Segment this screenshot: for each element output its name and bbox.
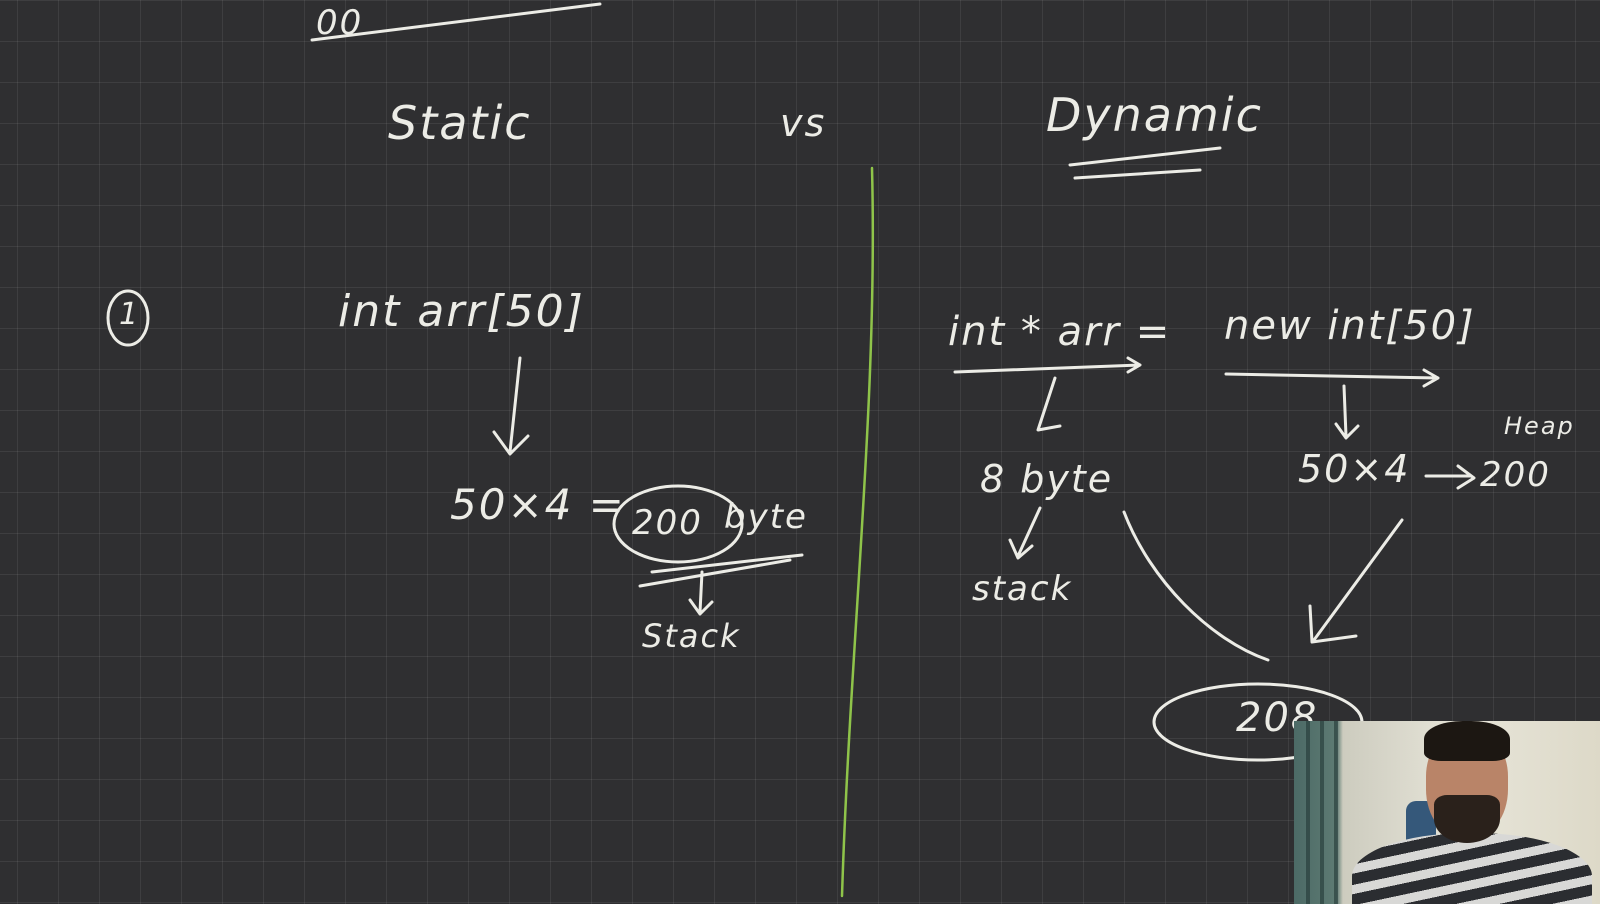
dynamic-result: 200 [1480,455,1551,495]
dynamic-underline-left [953,356,1142,374]
top-fragment-underline [310,2,602,42]
curtain-fold [1306,721,1310,904]
dynamic-declaration-left: int * arr = [948,309,1172,355]
static-result: 200 [632,503,703,543]
stack-arrow-icon [1008,506,1042,560]
curtain-fold [1334,721,1338,904]
result-arrow-icon [1424,464,1476,490]
static-result-underline [638,553,804,588]
arrow-to-total-icon [1308,518,1404,644]
heading-vs: vs [780,101,827,145]
presenter-shirt [1352,833,1592,904]
static-stack-arrow-icon [688,570,714,616]
dynamic-pointer-location: stack [972,569,1073,609]
static-unit: byte [724,497,808,537]
dynamic-underline-right [1224,368,1440,388]
pointer-arrow-icon [1036,376,1062,432]
dynamic-pointer-size: 8 byte [980,457,1114,501]
curve-to-total [1122,510,1270,662]
presenter-beard [1434,795,1500,843]
heading-dynamic: Dynamic [1046,88,1263,142]
static-arrow-down-icon [492,356,530,456]
static-declaration: int arr[50] [338,286,585,337]
presenter-hair [1424,721,1510,761]
dynamic-heading-underline [1068,146,1222,180]
curtain-fold [1320,721,1324,904]
static-result-circle [612,484,744,564]
point-number-circle [106,289,150,347]
calc-arrow-icon [1334,384,1360,440]
static-calculation: 50×4 = [450,480,626,529]
heading-static: Static [388,96,532,150]
divider-line [840,166,875,898]
dynamic-heap-label: Heap [1504,412,1575,440]
top-fragment: 00 [316,3,364,43]
dynamic-declaration-right: new int[50] [1224,303,1476,349]
static-location: Stack [642,617,741,655]
dynamic-calculation: 50×4 [1298,447,1411,491]
point-number: 1 [119,297,141,332]
webcam-overlay [1294,721,1600,904]
